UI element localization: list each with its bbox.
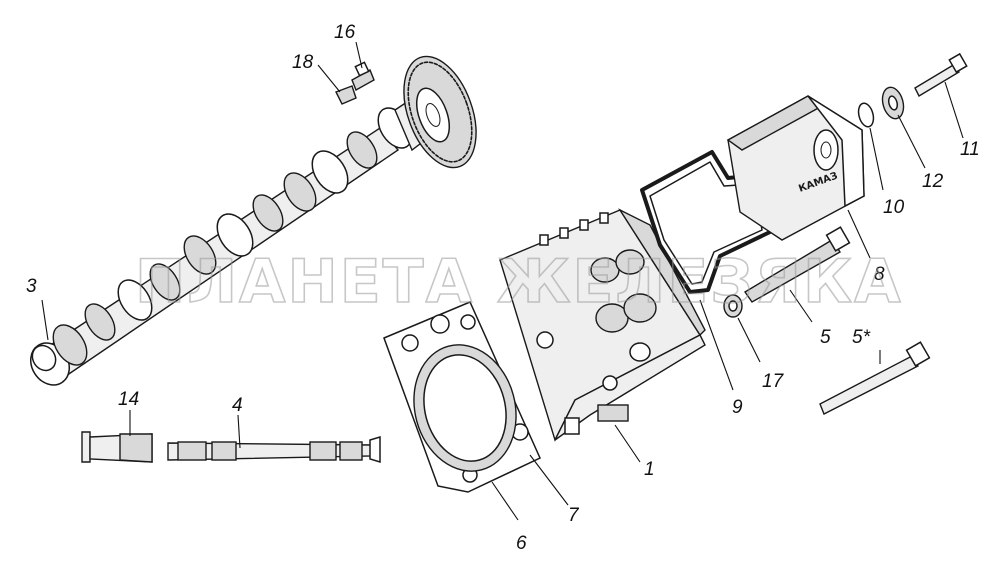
leader-lines: [41, 41, 964, 521]
seal-washer-10: [857, 102, 875, 128]
head-cover-8: КАМАЗ: [726, 95, 865, 241]
watermark-text: ПЛАНЕТА ЖЕЛЕЗЯКА: [135, 247, 903, 317]
callout-3: 3: [26, 276, 37, 297]
callout-7: 7: [568, 505, 580, 526]
callout-18: 18: [292, 52, 314, 73]
callout-10: 10: [883, 197, 905, 218]
callout-4: 4: [232, 395, 243, 416]
head-bolt-5-star: [819, 341, 931, 415]
callout-9: 9: [732, 397, 743, 418]
callout-8: 8: [874, 264, 885, 285]
cover-bolt-11: [914, 52, 968, 97]
washer-17: [723, 294, 743, 318]
callout-labels: 1 3 4 5 5* 6 7 8 9 10 11 12 14 16 17 18: [26, 22, 980, 554]
cylinder-head-1: [499, 208, 706, 442]
lock-plate-18: [335, 85, 357, 105]
callout-12: 12: [922, 171, 944, 192]
cover-gasket-9: [640, 150, 772, 294]
callout-11: 11: [960, 139, 980, 160]
head-bolt-5: [743, 226, 851, 303]
tappet-14: [81, 431, 153, 463]
pushrod-4: [167, 435, 381, 464]
callout-14: 14: [118, 389, 139, 410]
head-gasket-6: [383, 301, 541, 493]
camshaft: [29, 55, 477, 386]
callout-17: 17: [762, 371, 785, 392]
callout-5-star: 5*: [852, 327, 871, 348]
bolt-16: [351, 61, 375, 91]
callout-5: 5: [820, 327, 831, 348]
callout-6: 6: [516, 533, 527, 554]
washer-12: [881, 86, 905, 120]
callout-1: 1: [644, 459, 655, 480]
callout-16: 16: [334, 22, 356, 43]
